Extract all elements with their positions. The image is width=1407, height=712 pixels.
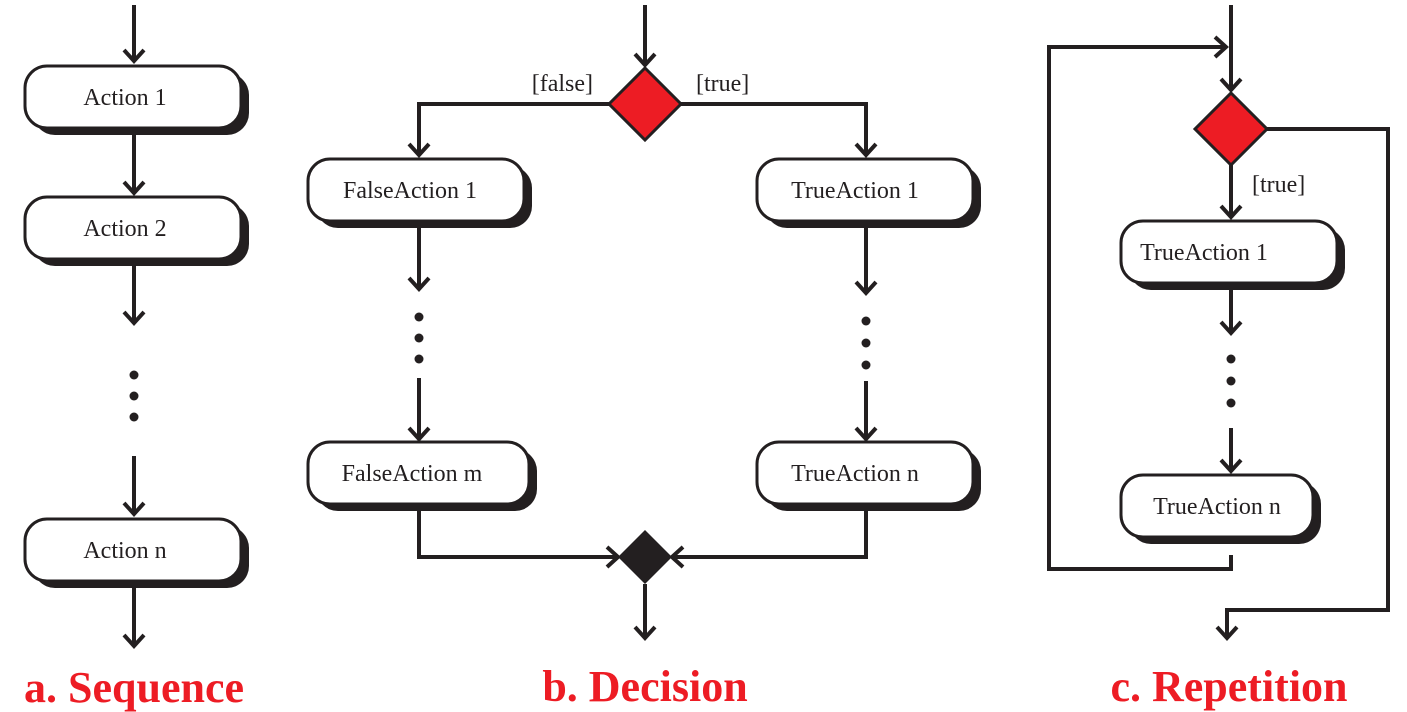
seq-arrowhead-dots-n [122, 501, 146, 517]
dec-true-action-1-label: TrueAction 1 [791, 178, 919, 204]
dec-false-guard: [false] [532, 71, 593, 97]
rep-true-action-1: TrueAction 1 [1119, 219, 1345, 290]
seq-action-n-label: Action n [83, 538, 166, 564]
dec-false-action-m-label: FalseAction m [342, 461, 483, 487]
rep-caption: c. Repetition [1110, 662, 1347, 711]
rep-true-action-n: TrueAction n [1119, 473, 1321, 544]
seq-action-1-label: Action 1 [83, 85, 166, 111]
dec-false-action-1-label: FalseAction 1 [343, 178, 477, 204]
dec-true-guard: [true] [696, 71, 749, 97]
dec-true-action-n: TrueAction n [755, 440, 981, 511]
dec-true-arrowhead-dots-n [854, 426, 878, 442]
seq-action-1-box [23, 64, 243, 130]
rep-ellipsis-dot [1226, 376, 1236, 386]
rep-flow-loop-back [1047, 45, 1233, 571]
dec-arrowhead-start [633, 52, 657, 68]
dec-true-ellipsis-dot [861, 316, 871, 326]
seq-ellipsis-dot [129, 370, 139, 380]
dec-true-arrowhead-1-dots [854, 280, 878, 296]
seq-action-2-label: Action 2 [83, 216, 166, 242]
rep-true-action-1-box [1119, 219, 1339, 285]
rep-true-guard: [true] [1252, 172, 1305, 198]
seq-ellipsis-dot [129, 391, 139, 401]
rep-true-action-n-box [1119, 473, 1315, 539]
dec-flow-true [681, 102, 868, 154]
seq-action-n-box [23, 517, 243, 583]
rep-arrowhead-1-dots [1219, 320, 1243, 336]
decision-diagram: [false] [true] FalseAction 1 TrueAction … [306, 5, 981, 711]
dec-decision-node [606, 65, 684, 143]
seq-arrowhead-2-dots [122, 310, 146, 326]
seq-arrowhead-start [122, 48, 146, 64]
seq-ellipsis-dot [129, 412, 139, 422]
dec-true-ellipsis-dot [861, 360, 871, 370]
rep-flow-exit [1225, 127, 1390, 636]
seq-action-2: Action 2 [23, 195, 249, 266]
dec-flow-true-merge [673, 510, 868, 559]
seq-arrowhead-1-2 [122, 180, 146, 196]
rep-arrowhead-loop-back [1213, 35, 1229, 59]
dec-caption: b. Decision [542, 662, 747, 711]
dec-false-ellipsis-dot [414, 333, 424, 343]
rep-ellipsis-dot [1226, 398, 1236, 408]
repetition-diagram: [true] TrueAction 1 TrueAction n c. Repe… [1047, 5, 1390, 711]
rep-arrowhead-true [1219, 204, 1243, 220]
seq-caption: a. Sequence [24, 663, 244, 712]
rep-arrowhead-dots-n [1219, 458, 1243, 474]
dec-false-action-m-box [306, 440, 531, 506]
rep-true-action-n-label: TrueAction n [1153, 494, 1281, 520]
seq-action-2-box [23, 195, 243, 261]
dec-true-action-1: TrueAction 1 [755, 157, 981, 228]
dec-false-arrowhead-dots-m [407, 426, 431, 442]
rep-true-action-1-label: TrueAction 1 [1140, 240, 1268, 266]
dec-flow-false [417, 102, 609, 154]
dec-arrowhead-true [854, 142, 878, 158]
rep-ellipsis-dot [1226, 354, 1236, 364]
dec-arrowhead-false [407, 142, 431, 158]
rep-arrowhead-exit [1215, 625, 1239, 641]
sequence-diagram: Action 1 Action 2 Action n a. Sequence [23, 5, 249, 712]
dec-false-action-1: FalseAction 1 [306, 157, 532, 228]
dec-true-action-n-box [755, 440, 975, 506]
dec-false-ellipsis-dot [414, 354, 424, 364]
rep-arrowhead-start [1219, 77, 1243, 93]
dec-false-action-m: FalseAction m [306, 440, 537, 511]
dec-true-action-n-label: TrueAction n [791, 461, 919, 487]
seq-action-n: Action n [23, 517, 249, 588]
dec-false-action-1-box [306, 157, 526, 223]
dec-merge-node [618, 530, 672, 584]
dec-true-action-1-box [755, 157, 975, 223]
dec-true-ellipsis-dot [861, 338, 871, 348]
rep-decision-node [1192, 90, 1270, 168]
dec-false-ellipsis-dot [414, 312, 424, 322]
dec-flow-false-merge [417, 510, 617, 559]
dec-false-arrowhead-1-dots [407, 276, 431, 292]
dec-arrowhead-end [633, 625, 657, 641]
seq-arrowhead-end [122, 633, 146, 649]
seq-action-1: Action 1 [23, 64, 249, 135]
